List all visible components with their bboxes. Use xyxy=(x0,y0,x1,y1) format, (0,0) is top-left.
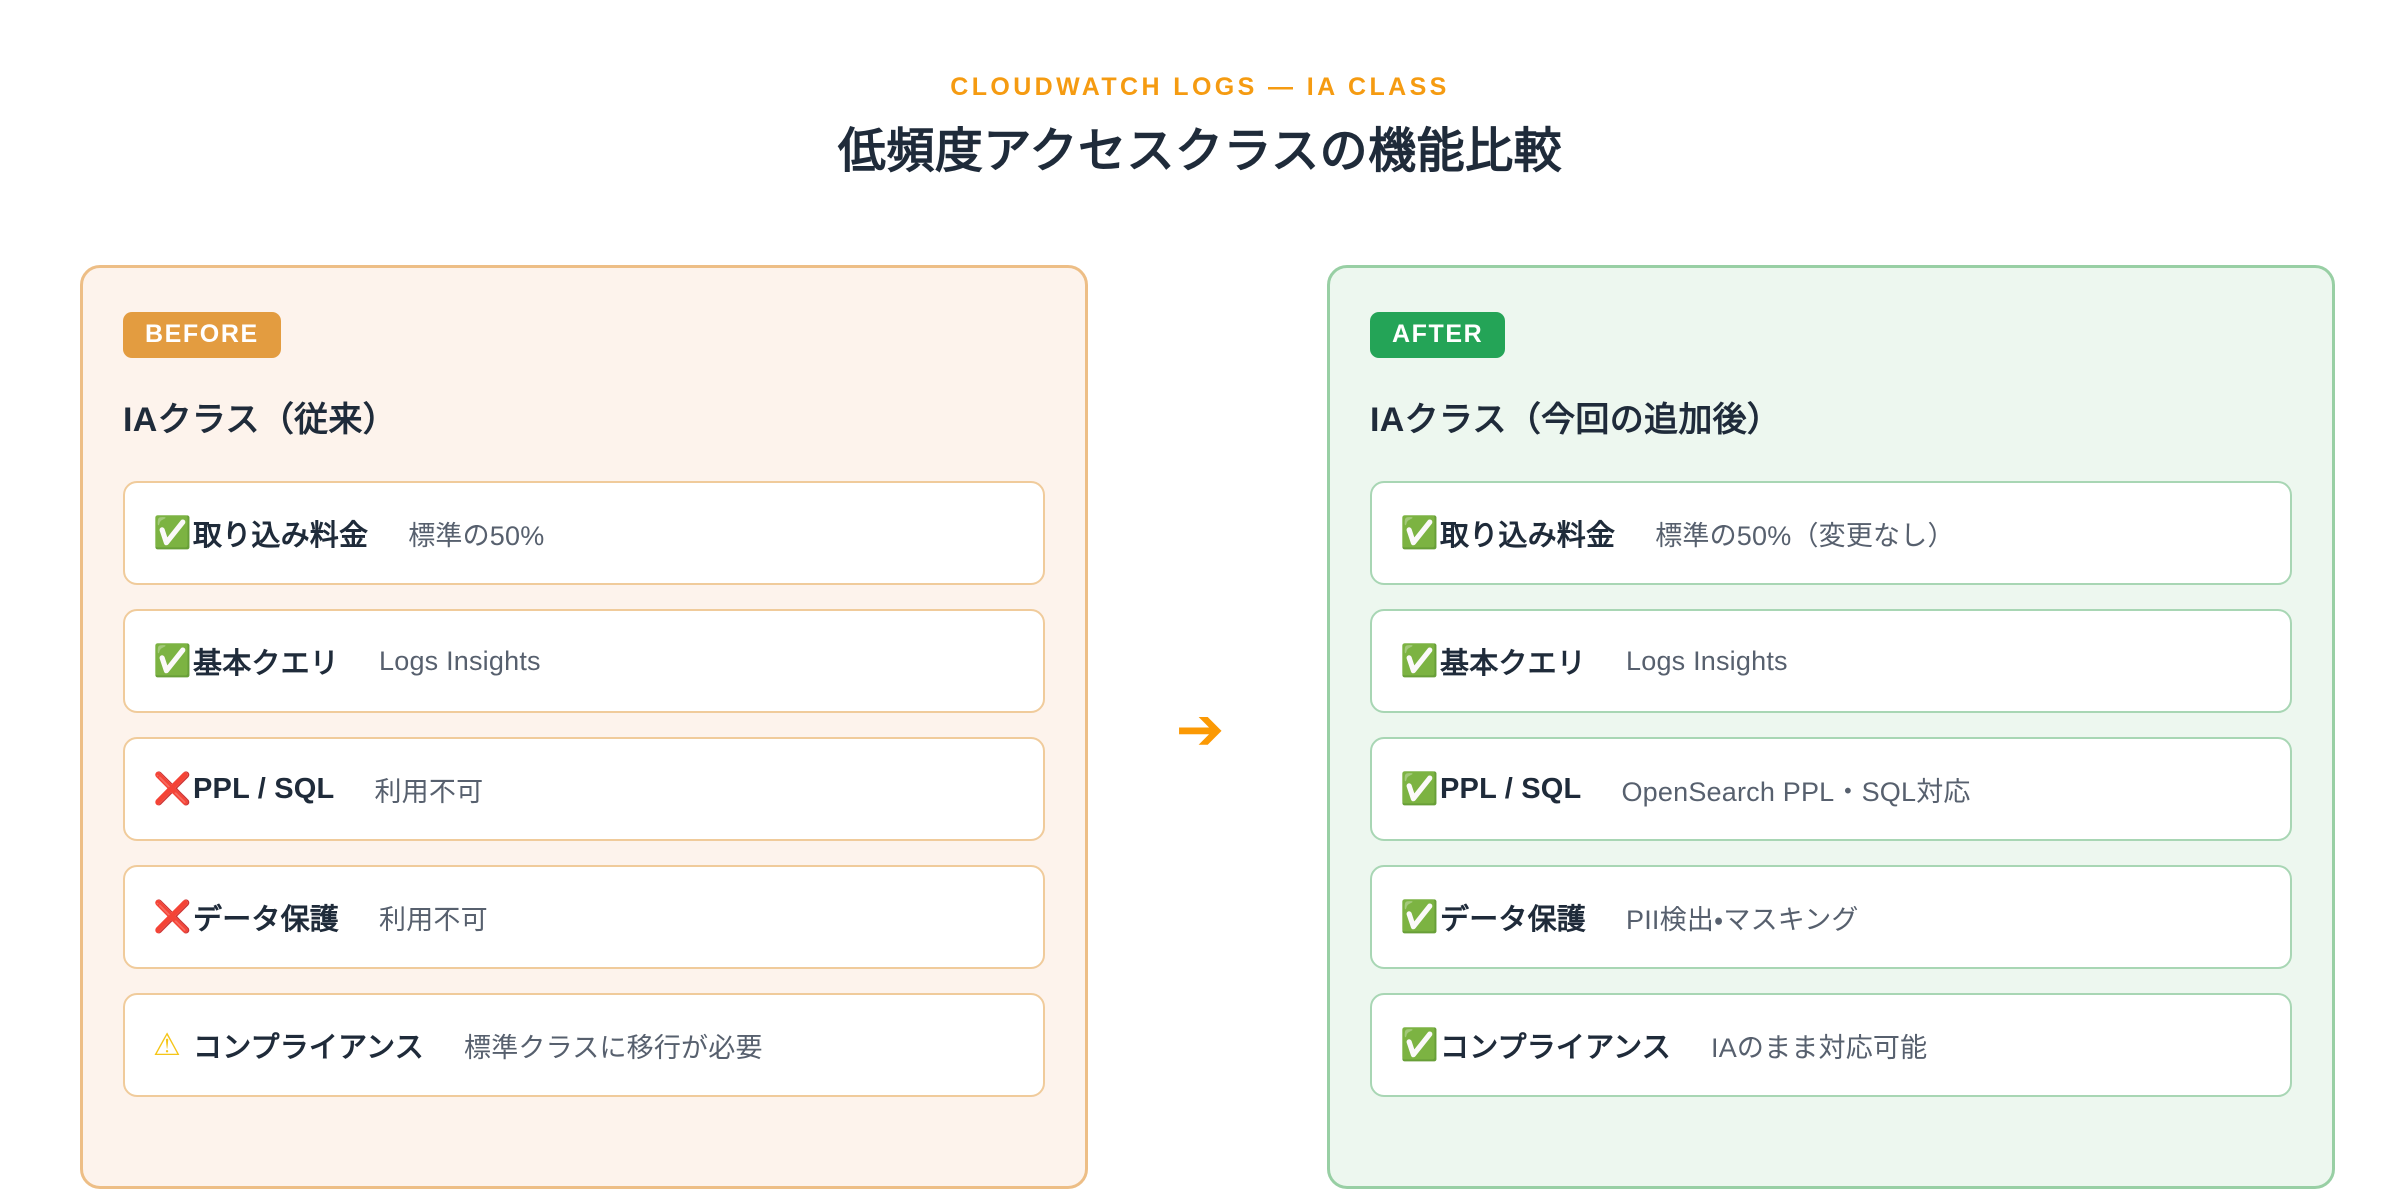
warning-icon: ⚠ xyxy=(153,1026,181,1063)
check-icon: ✅ xyxy=(1400,514,1439,551)
feature-label: コンプライアンス xyxy=(1440,1032,1671,1064)
card-before: BEFORE IAクラス（従来） ✅ 取り込み料金 標準の50% ✅ 基本クエリ… xyxy=(80,265,1088,1189)
feature-value: 標準の50%（変更なし） xyxy=(1655,520,1955,551)
check-icon: ✅ xyxy=(1400,1026,1439,1063)
feature-label: PPL / SQL xyxy=(1440,772,1582,805)
card-after: AFTER IAクラス（今回の追加後） ✅ 取り込み料金 標準の50%（変更なし… xyxy=(1327,265,2335,1189)
check-icon: ✅ xyxy=(1400,642,1439,679)
check-icon: ✅ xyxy=(153,514,192,551)
table-row[interactable]: ❌ PPL / SQL 利用不可 xyxy=(123,737,1045,841)
comparison-columns: BEFORE IAクラス（従来） ✅ 取り込み料金 標準の50% ✅ 基本クエリ… xyxy=(80,265,2335,1189)
table-row[interactable]: ✅ 基本クエリ Logs Insights xyxy=(123,609,1045,713)
feature-value: Logs Insights xyxy=(379,645,541,676)
feature-label: データ保護 xyxy=(193,904,340,936)
table-row[interactable]: ✅ コンプライアンス IAのまま対応可能 xyxy=(1370,993,2292,1097)
feature-value: 利用不可 xyxy=(374,776,484,807)
feature-list-before: ✅ 取り込み料金 標準の50% ✅ 基本クエリ Logs Insights ❌ … xyxy=(123,481,1045,1097)
feature-label: 取り込み料金 xyxy=(193,520,369,552)
check-icon: ✅ xyxy=(153,642,192,679)
feature-value: 利用不可 xyxy=(379,904,488,935)
table-row[interactable]: ✅ データ保護 PII検出・マスキング xyxy=(1370,865,2292,969)
check-icon: ✅ xyxy=(1400,770,1439,807)
check-icon: ✅ xyxy=(1400,898,1439,935)
feature-label: データ保護 xyxy=(1440,904,1587,936)
feature-value: 標準の50% xyxy=(408,520,545,551)
feature-list-after: ✅ 取り込み料金 標準の50%（変更なし） ✅ 基本クエリ Logs Insig… xyxy=(1370,481,2292,1097)
badge-before: BEFORE xyxy=(123,312,281,358)
page-title: 低頻度アクセスクラスの機能比較 xyxy=(837,125,1563,178)
feature-value: 標準クラスに移行が必要 xyxy=(464,1032,763,1063)
right-arrow-icon: ➔ xyxy=(1175,695,1225,763)
table-row[interactable]: ⚠ コンプライアンス 標準クラスに移行が必要 xyxy=(123,993,1045,1097)
feature-value: OpenSearch PPL・SQL対応 xyxy=(1621,776,1971,807)
feature-label: 取り込み料金 xyxy=(1440,520,1616,552)
feature-label: PPL / SQL xyxy=(193,772,335,805)
feature-label: コンプライアンス xyxy=(193,1032,424,1064)
feature-label: 基本クエリ xyxy=(1440,648,1587,680)
badge-after: AFTER xyxy=(1370,312,1506,358)
feature-value: PII検出・マスキング xyxy=(1626,904,1859,935)
feature-label: 基本クエリ xyxy=(193,648,340,680)
cross-mark-icon: ❌ xyxy=(153,898,192,935)
table-row[interactable]: ✅ 取り込み料金 標準の50%（変更なし） xyxy=(1370,481,2292,585)
feature-value: IAのまま対応可能 xyxy=(1711,1032,1928,1063)
table-row[interactable]: ✅ 基本クエリ Logs Insights xyxy=(1370,609,2292,713)
card-title-after: IAクラス（今回の追加後） xyxy=(1370,401,1782,439)
page-header: CLOUDWATCH LOGS — IA CLASS 低頻度アクセスクラスの機能… xyxy=(0,0,2400,182)
eyebrow-label: CLOUDWATCH LOGS — IA CLASS xyxy=(950,73,1450,101)
table-row[interactable]: ❌ データ保護 利用不可 xyxy=(123,865,1045,969)
cross-mark-icon: ❌ xyxy=(153,770,192,807)
table-row[interactable]: ✅ PPL / SQL OpenSearch PPL・SQL対応 xyxy=(1370,737,2292,841)
card-title-before: IAクラス（従来） xyxy=(123,401,398,439)
feature-value: Logs Insights xyxy=(1626,645,1788,676)
table-row[interactable]: ✅ 取り込み料金 標準の50% xyxy=(123,481,1045,585)
